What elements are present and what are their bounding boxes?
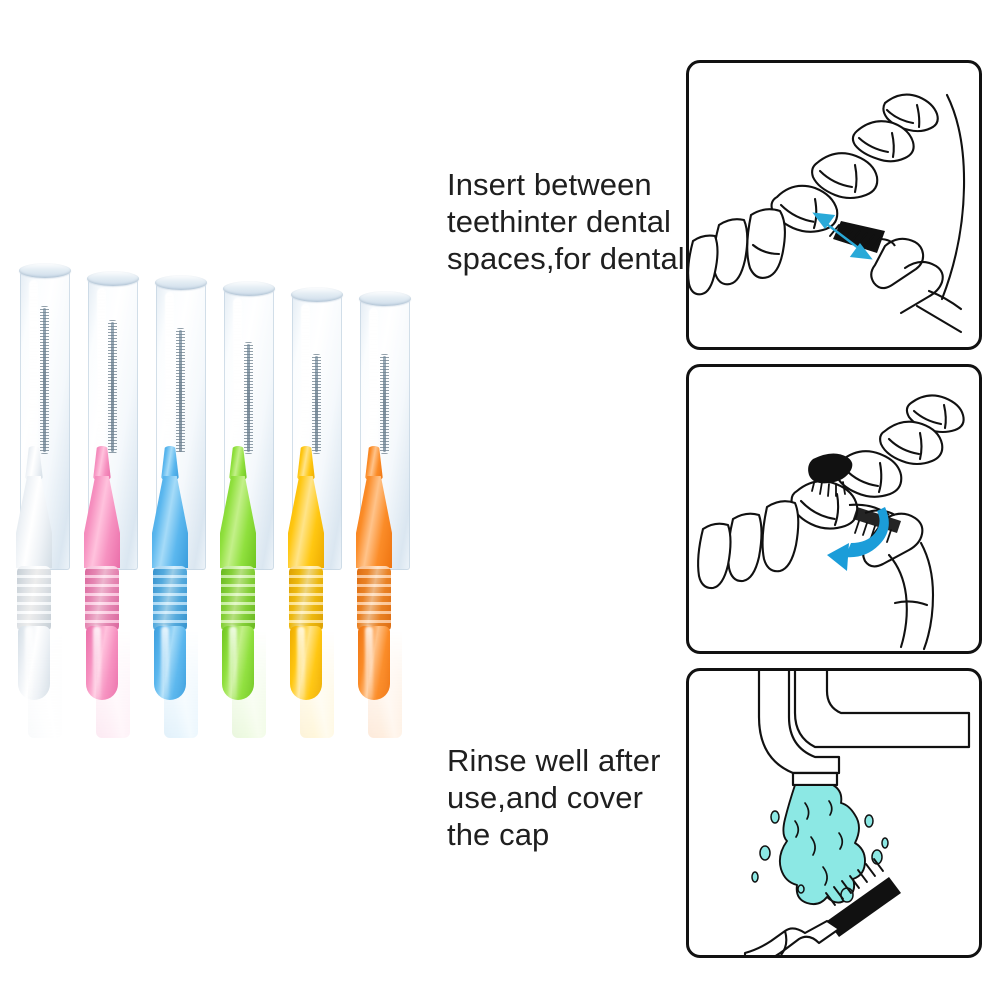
interdental-brush-pink	[82, 268, 144, 738]
teeth-brush-insert-drawing	[689, 93, 966, 334]
brush-neck-green	[229, 446, 247, 480]
caption-rinse-well: Rinse well after use,and cover the cap	[447, 743, 661, 852]
brush-reflection-yellow	[297, 588, 337, 738]
interdental-brush-green	[218, 268, 280, 738]
faucet-rinse-drawing	[743, 671, 971, 955]
brush-bristle-wire-pink	[108, 320, 117, 454]
reflection-body	[164, 596, 198, 738]
brush-reflection-pink	[93, 588, 133, 738]
interdental-brush-blue	[150, 268, 212, 738]
brush-head-icon	[825, 858, 901, 937]
reflection-body	[232, 596, 266, 738]
interdental-brush-orange	[354, 268, 416, 738]
insert-between-teeth-illustration	[686, 60, 982, 350]
teeth-brush-sweep-drawing	[697, 394, 965, 651]
brush-neck-blue	[161, 446, 179, 480]
sweep-arrow-icon	[827, 507, 889, 571]
brush-handle-icon	[743, 919, 841, 955]
brush-bristle-wire-white	[40, 306, 49, 454]
water-droplets-icon	[751, 810, 889, 903]
brush-bristle-wire-orange	[380, 354, 389, 454]
interdental-brush-set	[0, 263, 440, 738]
brush-bristle-wire-blue	[176, 328, 185, 454]
reflection-body	[368, 596, 402, 738]
brush-neck-white	[25, 446, 43, 480]
faucet-icon	[757, 671, 971, 787]
brush-bristle-wire-yellow	[312, 354, 321, 454]
brush-reflection-blue	[161, 588, 201, 738]
interdental-brush-yellow	[286, 268, 348, 738]
motion-arrow-icon	[812, 212, 873, 260]
caption-insert-between-teeth: Insert between teethinter dental spaces,…	[447, 167, 685, 276]
brush-reflection-orange	[365, 588, 405, 738]
water-stream-icon	[778, 784, 866, 906]
reflection-body	[300, 596, 334, 738]
brush-reflection-green	[229, 588, 269, 738]
water-creases-icon	[794, 800, 844, 886]
rinse-under-faucet-illustration	[686, 668, 982, 958]
brush-neck-orange	[365, 446, 383, 480]
brush-head-icon	[829, 221, 896, 253]
reflection-body	[96, 596, 130, 738]
sweep-behind-teeth-illustration	[686, 364, 982, 654]
reflection-body	[28, 596, 62, 738]
brush-neck-yellow	[297, 446, 315, 480]
brush-neck-pink	[93, 446, 111, 480]
brush-bristle-wire-green	[244, 342, 253, 454]
brush-reflection-white	[25, 588, 65, 738]
interdental-brush-white	[14, 263, 76, 738]
